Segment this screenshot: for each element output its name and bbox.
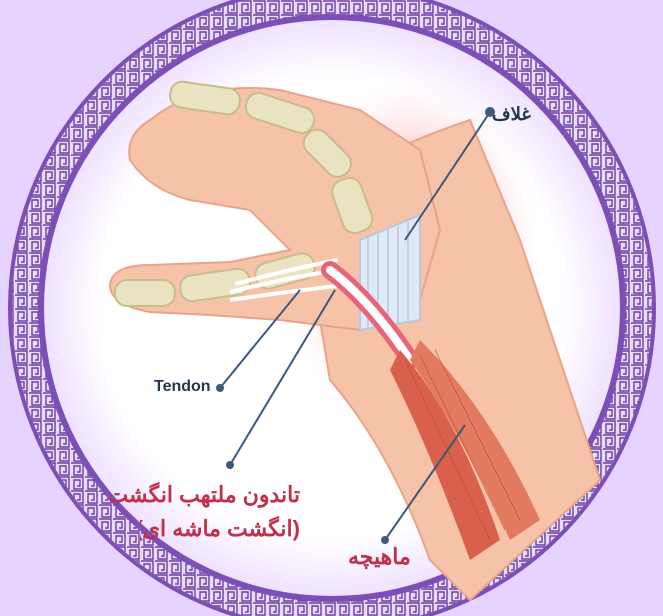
inflamed-tendon-label-line2: (انگشت ماشه ای) bbox=[140, 516, 300, 542]
sheath-label: غلاف bbox=[492, 104, 532, 125]
inflamed-tendon-label-line1: تاندون ملتهب انگشت شصت bbox=[110, 482, 300, 508]
tendon-label: Tendon bbox=[154, 378, 211, 396]
muscle-label: ماهیچه bbox=[348, 544, 411, 570]
